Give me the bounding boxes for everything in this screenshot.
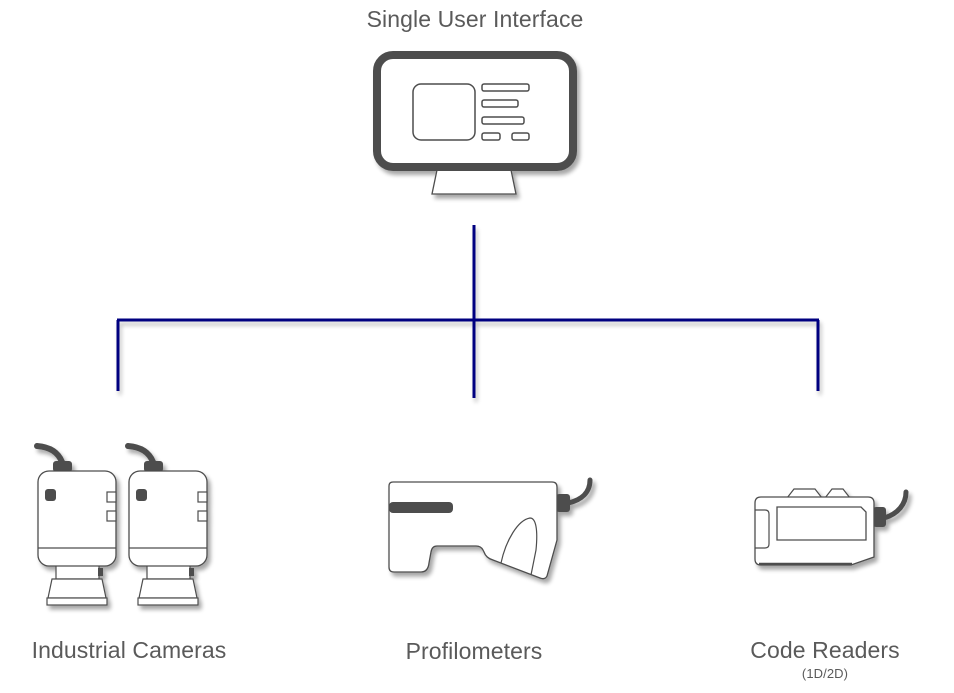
- profilometer-body: [388, 481, 558, 580]
- side-tab: [755, 509, 770, 549]
- camera-knob: [98, 568, 103, 576]
- monitor-stand: [431, 169, 517, 195]
- reader-window: [776, 506, 867, 541]
- device-sublabel-code-readers: (1D/2D): [801, 666, 849, 681]
- camera-neck: [146, 564, 191, 580]
- screen-text-line: [481, 99, 519, 108]
- camera-unit: [34, 443, 117, 606]
- screen-image-panel: [412, 83, 476, 141]
- io-port: [106, 510, 117, 522]
- screen-text-line: [481, 83, 530, 92]
- hub-title: Single User Interface: [366, 6, 584, 32]
- monitor-icon: [373, 51, 577, 195]
- io-port: [197, 510, 208, 522]
- device-label-code-readers: Code Readers: [750, 637, 900, 663]
- code-reader-icon: [754, 488, 909, 566]
- connector-plug: [873, 507, 886, 527]
- device-label-industrial-cameras: Industrial Cameras: [31, 637, 227, 663]
- profilometer-icon: [388, 477, 593, 580]
- camera-body: [128, 470, 208, 567]
- camera-knob: [189, 568, 194, 576]
- lens-mount: [47, 578, 107, 599]
- screen-button: [511, 132, 530, 141]
- cable-icon: [565, 477, 593, 506]
- industrial-camera-icon: [34, 443, 208, 606]
- connector-plug: [556, 494, 570, 512]
- io-port: [197, 491, 208, 503]
- camera-neck: [55, 564, 100, 580]
- cable-plug: [144, 461, 163, 472]
- cable-icon: [125, 443, 156, 465]
- camera-unit: [125, 443, 208, 606]
- sensor-window: [500, 517, 538, 576]
- lens-mount: [138, 578, 198, 599]
- connector-tree: [116, 225, 820, 398]
- cable-plug: [53, 461, 72, 472]
- lens-base: [137, 597, 199, 606]
- cable-icon: [881, 489, 909, 521]
- device-label-profilometers: Profilometers: [405, 638, 543, 664]
- screen-text-line: [481, 116, 525, 125]
- status-led: [136, 489, 147, 501]
- laser-slit: [389, 502, 453, 513]
- camera-body: [37, 470, 117, 567]
- cable-icon: [34, 443, 65, 465]
- status-led: [45, 489, 56, 501]
- lens-base: [46, 597, 108, 606]
- io-port: [106, 491, 117, 503]
- screen-button: [481, 132, 501, 141]
